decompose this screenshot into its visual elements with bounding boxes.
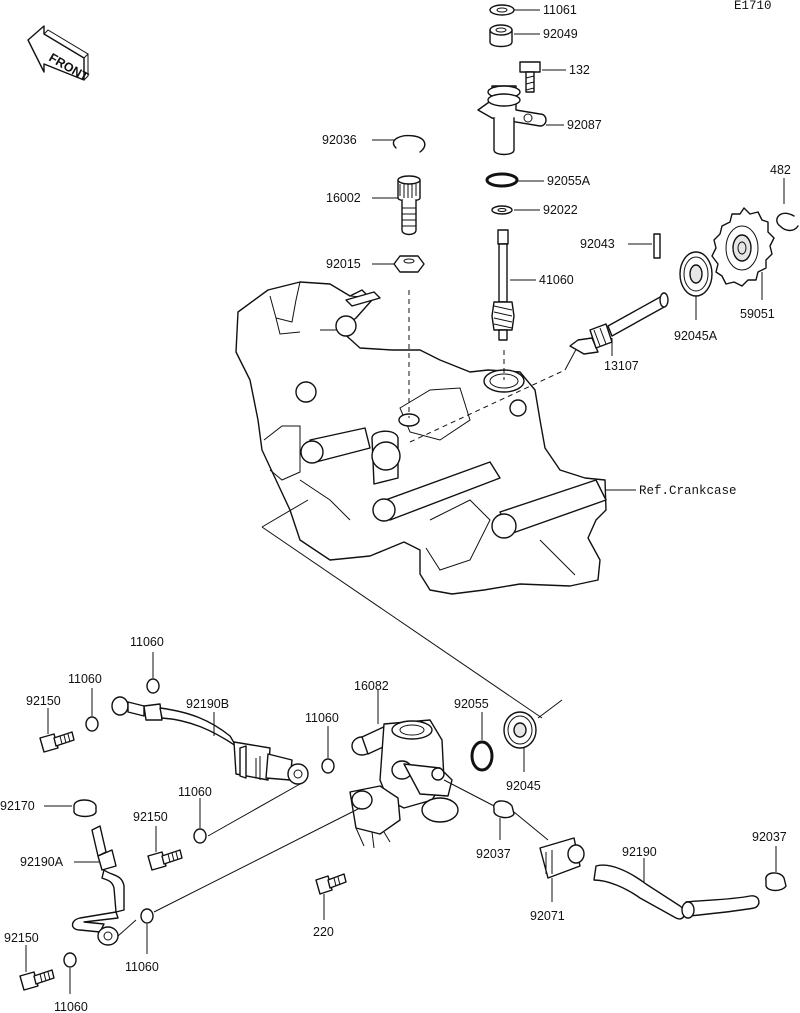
bearing-92045[interactable] — [503, 711, 537, 749]
oil-seal-92049[interactable] — [489, 24, 513, 48]
part-label: 132 — [569, 63, 590, 77]
assembly-line — [261, 499, 309, 528]
pin-92043[interactable] — [653, 233, 661, 259]
pipe-92190A[interactable] — [71, 825, 125, 946]
part-label: 92150 — [4, 931, 39, 945]
assembly-line — [261, 526, 543, 719]
part-label: 92045 — [506, 779, 541, 793]
part-label: 92043 — [580, 237, 615, 251]
washer-11060[interactable] — [321, 758, 335, 774]
part-label: 92150 — [133, 810, 168, 824]
washer-92022[interactable] — [491, 205, 513, 215]
part-label: 92150 — [26, 694, 61, 708]
circlip-92036[interactable] — [392, 134, 426, 153]
part-label: 92049 — [543, 27, 578, 41]
bolt-220[interactable] — [315, 873, 347, 895]
part-label: 482 — [770, 163, 791, 177]
part-label: 11060 — [125, 960, 159, 974]
nut-92015[interactable] — [393, 255, 425, 273]
part-label: 92087 — [567, 118, 602, 132]
ref-crankcase-label: Ref.Crankcase — [639, 484, 737, 498]
hose-92190[interactable] — [593, 864, 760, 920]
part-label: 92055A — [547, 174, 591, 188]
gear-59051[interactable] — [711, 207, 775, 287]
part-label: 16002 — [326, 191, 361, 205]
part-label: 92037 — [476, 847, 511, 861]
bearing-92045A[interactable] — [679, 251, 713, 297]
bolt-92150[interactable] — [147, 849, 183, 871]
grommet-92071[interactable] — [539, 837, 585, 879]
oil-pump-16082[interactable] — [349, 719, 499, 849]
shaft-41060[interactable] — [491, 229, 515, 341]
front-arrow-icon: FRONT — [27, 25, 91, 84]
part-label: 16082 — [354, 679, 389, 693]
clamp-92037[interactable] — [493, 800, 515, 819]
part-label: 92045A — [674, 329, 718, 343]
bolt-92150[interactable] — [39, 731, 75, 753]
washer-11060[interactable] — [85, 716, 99, 732]
part-label: 92190B — [186, 697, 229, 711]
assembly-line — [153, 807, 361, 913]
part-label: 11061 — [543, 3, 577, 17]
part-label: 92190 — [622, 845, 657, 859]
assembly-line — [513, 811, 549, 841]
washer-11060[interactable] — [63, 952, 77, 968]
assembly-line — [207, 783, 301, 837]
part-label: 220 — [313, 925, 334, 939]
washer-11060[interactable] — [193, 828, 207, 844]
fitting-16002[interactable] — [397, 175, 421, 236]
bolt-92150[interactable] — [19, 969, 55, 991]
part-label: 41060 — [539, 273, 574, 287]
part-label: 92037 — [752, 830, 787, 844]
part-label: 11060 — [68, 672, 102, 686]
washer-11061[interactable] — [489, 4, 515, 16]
diagram-code: E1710 — [734, 0, 772, 13]
clamp-92170[interactable] — [73, 799, 97, 818]
part-label: 13107 — [604, 359, 639, 373]
assembly-line — [409, 369, 566, 443]
clamp-92037[interactable] — [765, 872, 787, 892]
part-label: 11060 — [54, 1000, 88, 1013]
bolt-132[interactable] — [519, 61, 541, 93]
part-label: 92190A — [20, 855, 64, 869]
holder-92087[interactable] — [477, 85, 547, 156]
o-ring-92055A[interactable] — [485, 172, 519, 188]
part-label: 92071 — [530, 909, 565, 923]
part-label: 11060 — [130, 635, 164, 649]
pipe-92190B[interactable] — [111, 696, 309, 785]
assembly-line — [537, 699, 563, 719]
part-label: 11060 — [305, 711, 339, 725]
part-label: 92170 — [0, 799, 35, 813]
crankcase-drawing — [235, 281, 607, 595]
part-label: 92055 — [454, 697, 489, 711]
part-label: 11060 — [178, 785, 212, 799]
circlip-482[interactable] — [776, 212, 799, 232]
part-label: 92036 — [322, 133, 357, 147]
washer-11060[interactable] — [146, 678, 160, 694]
o-ring-92055[interactable] — [470, 740, 494, 772]
part-label: 92015 — [326, 257, 361, 271]
shaft-13107[interactable] — [569, 292, 669, 355]
washer-11060[interactable] — [140, 908, 154, 924]
assembly-line — [117, 919, 137, 937]
part-label: 59051 — [740, 307, 775, 321]
part-label: 92022 — [543, 203, 578, 217]
